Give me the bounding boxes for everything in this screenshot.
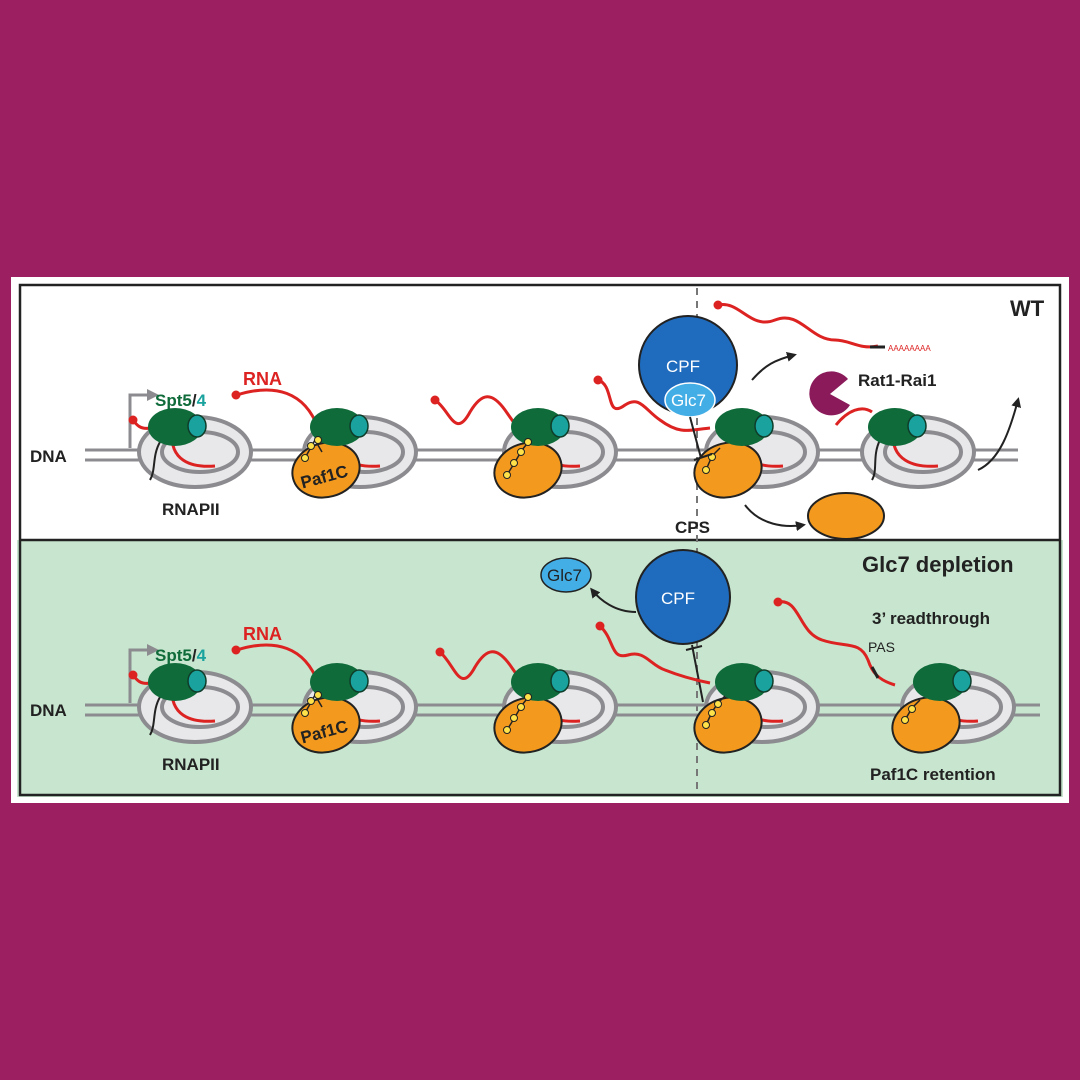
wt-panel-title: WT <box>1010 296 1045 321</box>
depletion-retention-label: Paf1C retention <box>870 765 996 784</box>
wt-spt4-1 <box>187 414 207 438</box>
wt-paf1c-1 <box>291 441 361 499</box>
wt-spt5-label: Spt5/4 <box>155 391 207 410</box>
wt-dna-label: DNA <box>30 447 67 466</box>
wt-rnapii-3 <box>430 395 618 499</box>
wt-rnapii-5 <box>834 407 976 489</box>
wt-rna-1 <box>236 388 320 429</box>
depletion-free-glc7 <box>540 557 592 593</box>
depletion-inhibition <box>685 644 704 703</box>
depletion-panel: Glc7 depletion DNA Spt5/4 RNAPII RNA <box>30 549 1040 784</box>
wt-rnapii-1 <box>128 408 253 489</box>
wt-cpf-complex <box>638 315 738 461</box>
depletion-cpf-complex <box>635 549 731 703</box>
wt-rnapii-2 <box>291 408 418 499</box>
depletion-glc7-arrow <box>590 587 637 613</box>
wt-rat1-label: Rat1-Rai1 <box>858 371 936 390</box>
depletion-glc7-label: Glc7 <box>547 566 582 585</box>
wt-rna-label: RNA <box>243 369 282 389</box>
wt-cps-label: CPS <box>675 518 710 537</box>
depletion-spt5-label: Spt5/4 <box>155 646 207 665</box>
wt-release-arrow <box>744 504 806 532</box>
wt-spt5-1 <box>148 408 202 446</box>
wt-inhibition <box>689 416 713 461</box>
wt-paf1c-2 <box>493 441 563 499</box>
wt-termination-arrow <box>977 397 1022 471</box>
wt-polya-tail: AAAAAAAA <box>888 344 931 353</box>
depletion-rnapii-1 <box>128 663 253 744</box>
wt-cpf-label: CPF <box>666 357 700 376</box>
depletion-rnapii-4 <box>595 621 820 754</box>
wt-released-paf1c <box>807 492 885 540</box>
wt-promoter-arrow <box>128 389 159 448</box>
depletion-cpf <box>635 549 731 645</box>
wt-rna-4 <box>597 378 711 432</box>
wt-spt5-2 <box>310 408 364 446</box>
wt-glc7-label: Glc7 <box>671 391 706 410</box>
depletion-rnapii-label: RNAPII <box>162 755 220 774</box>
outer-border <box>11 277 1069 803</box>
wt-rat1-rai1 <box>809 371 850 416</box>
wt-release-rna-arrow <box>751 351 797 381</box>
depletion-pas-label: PAS <box>868 639 895 655</box>
depletion-promoter-arrow <box>128 644 159 703</box>
depletion-rnapii-5 <box>891 663 1016 754</box>
wt-rnapii-label: RNAPII <box>162 500 220 519</box>
depletion-rnapii-3 <box>435 647 618 754</box>
wt-panel: WT DNA Spt5/4 RNAPII RNA <box>30 296 1045 540</box>
depletion-cpf-label: CPF <box>661 589 695 608</box>
wt-cleaved-rna <box>717 302 879 349</box>
depletion-rna-label: RNA <box>243 624 282 644</box>
depletion-dna-label: DNA <box>30 701 67 720</box>
wt-rnapii-4 <box>593 375 820 499</box>
depletion-readthrough-label: 3’ readthrough <box>872 609 990 628</box>
depletion-rnapii-2 <box>291 663 418 754</box>
depletion-panel-title: Glc7 depletion <box>862 552 1014 577</box>
